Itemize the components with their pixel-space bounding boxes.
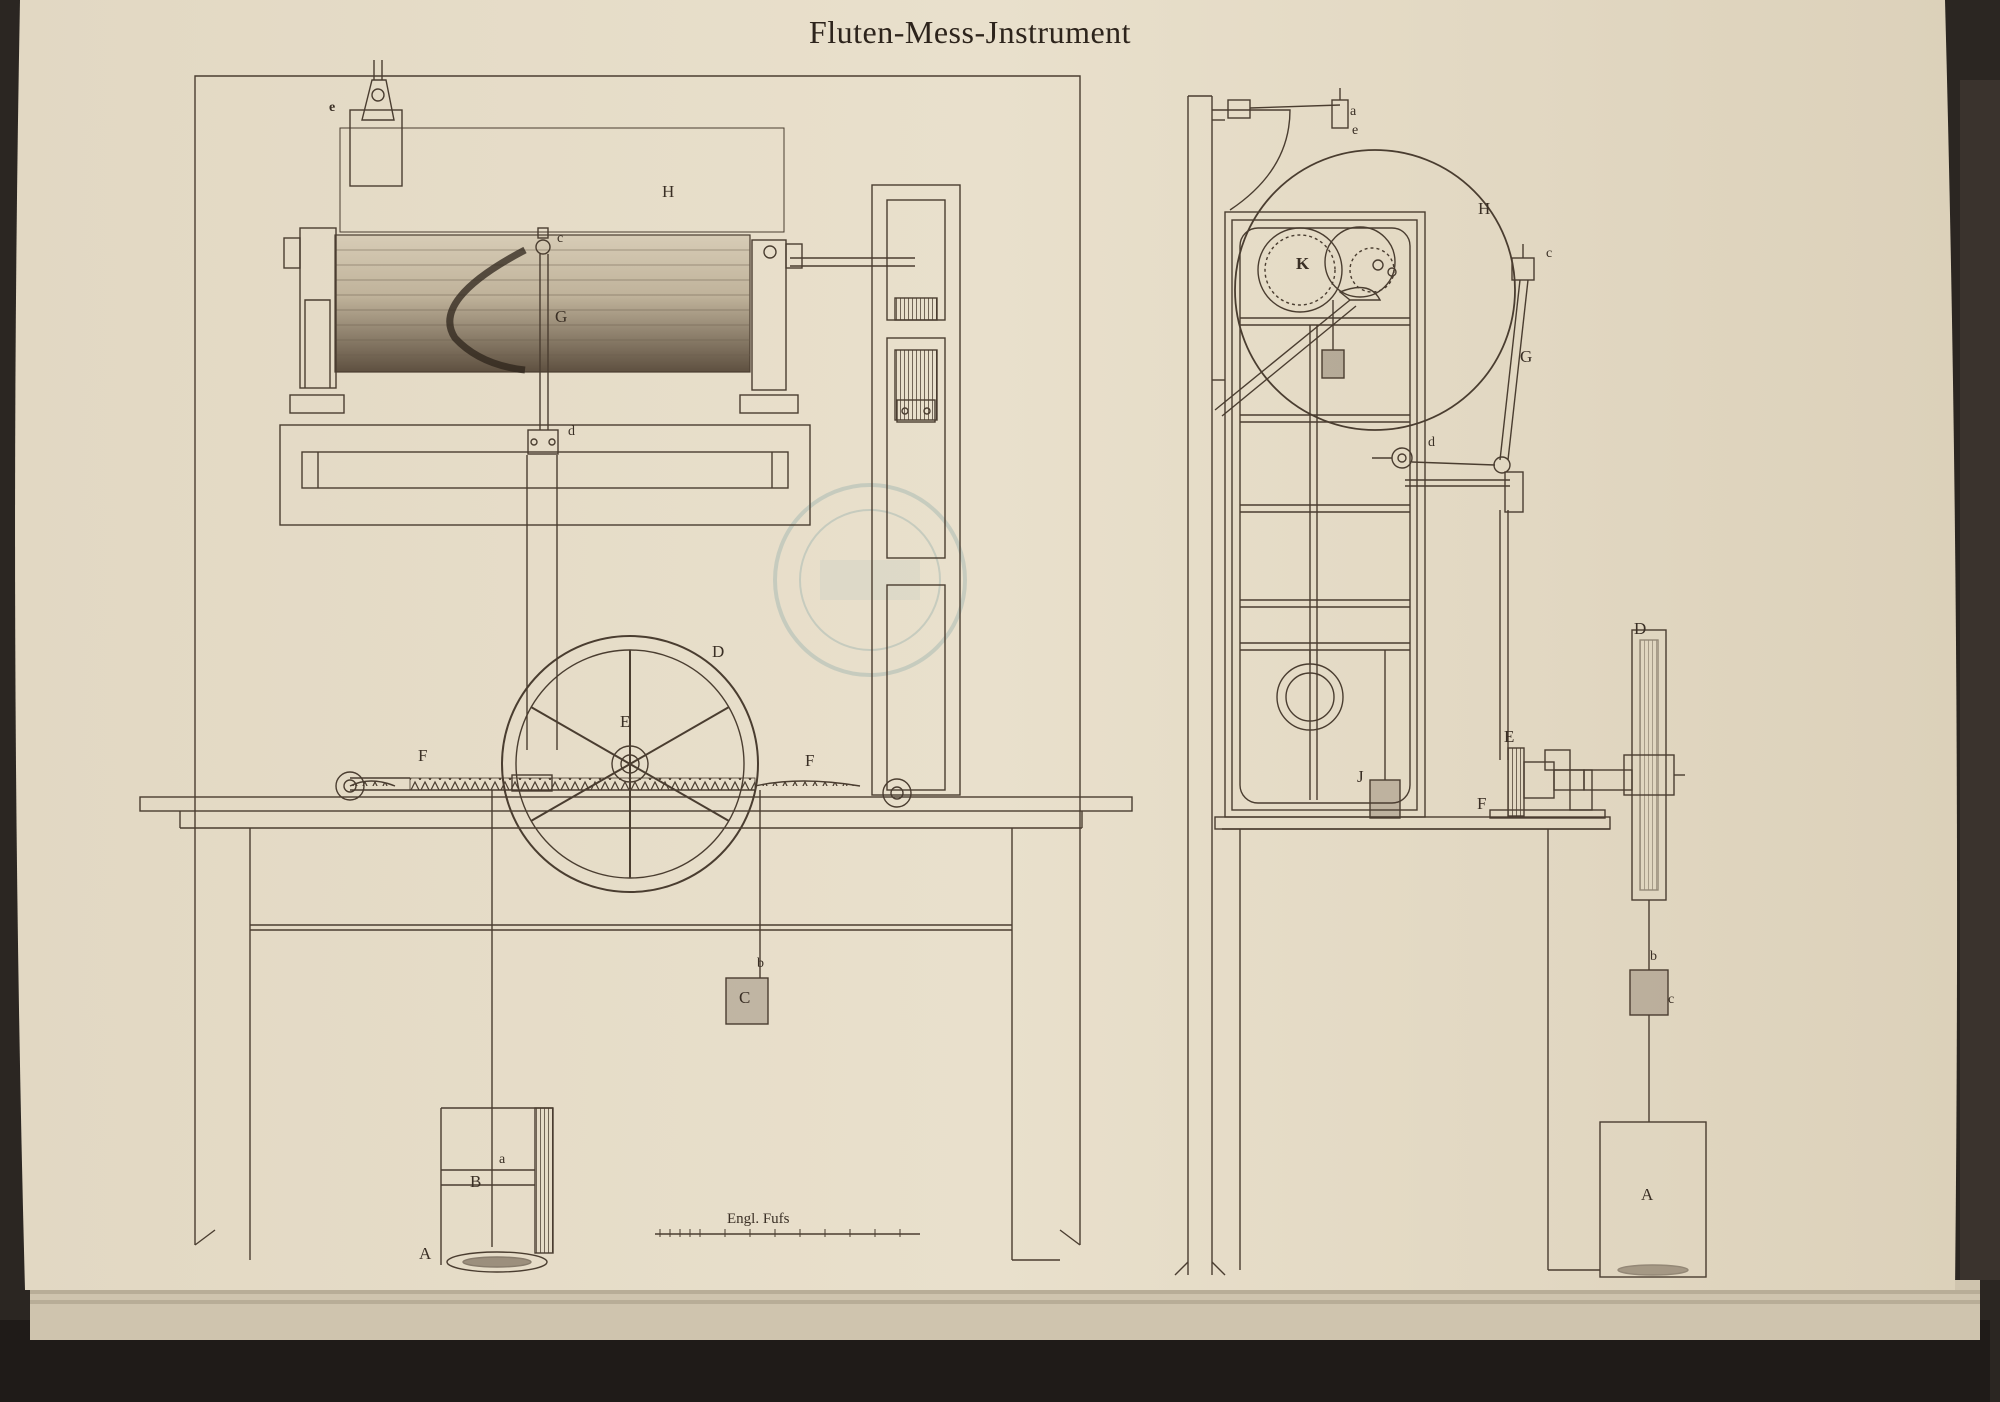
label-F-right: F <box>805 751 815 770</box>
label-C-front: C <box>739 988 751 1007</box>
label-H-side: H <box>1478 199 1491 218</box>
label-E-front: E <box>620 712 631 731</box>
library-stamp <box>773 483 967 677</box>
label-D-side: D <box>1634 619 1647 638</box>
label-c-front: c <box>557 231 564 246</box>
label-d-side: d <box>1428 435 1435 450</box>
label-e-side: e <box>1352 123 1359 138</box>
label-a-side: a <box>1350 104 1357 119</box>
label-E-side: E <box>1504 727 1515 746</box>
label-b-front: b <box>757 956 764 971</box>
label-b-side: b <box>1650 949 1657 964</box>
label-B-front: B <box>470 1172 482 1191</box>
label-A-front: A <box>419 1244 432 1263</box>
label-G-side: G <box>1520 347 1533 366</box>
label-A-side: A <box>1641 1185 1654 1204</box>
label-H-front: H <box>662 182 675 201</box>
label-e-front: e <box>329 100 336 115</box>
label-F-side: F <box>1477 794 1487 813</box>
plate-title: Fluten-Mess-Jnstrument <box>808 14 1132 50</box>
label-F-left: F <box>418 746 428 765</box>
label-J-side: J <box>1357 767 1364 786</box>
label-a-front: a <box>499 1152 506 1167</box>
scale-label: Engl. Fufs <box>727 1211 790 1227</box>
label-c-side: c <box>1546 246 1553 261</box>
label-G-front: G <box>555 307 568 326</box>
label-K-side: K <box>1296 254 1310 273</box>
label-D-front: D <box>712 642 725 661</box>
label-c-weight-side: c <box>1668 992 1675 1007</box>
label-d-front: d <box>568 424 575 439</box>
